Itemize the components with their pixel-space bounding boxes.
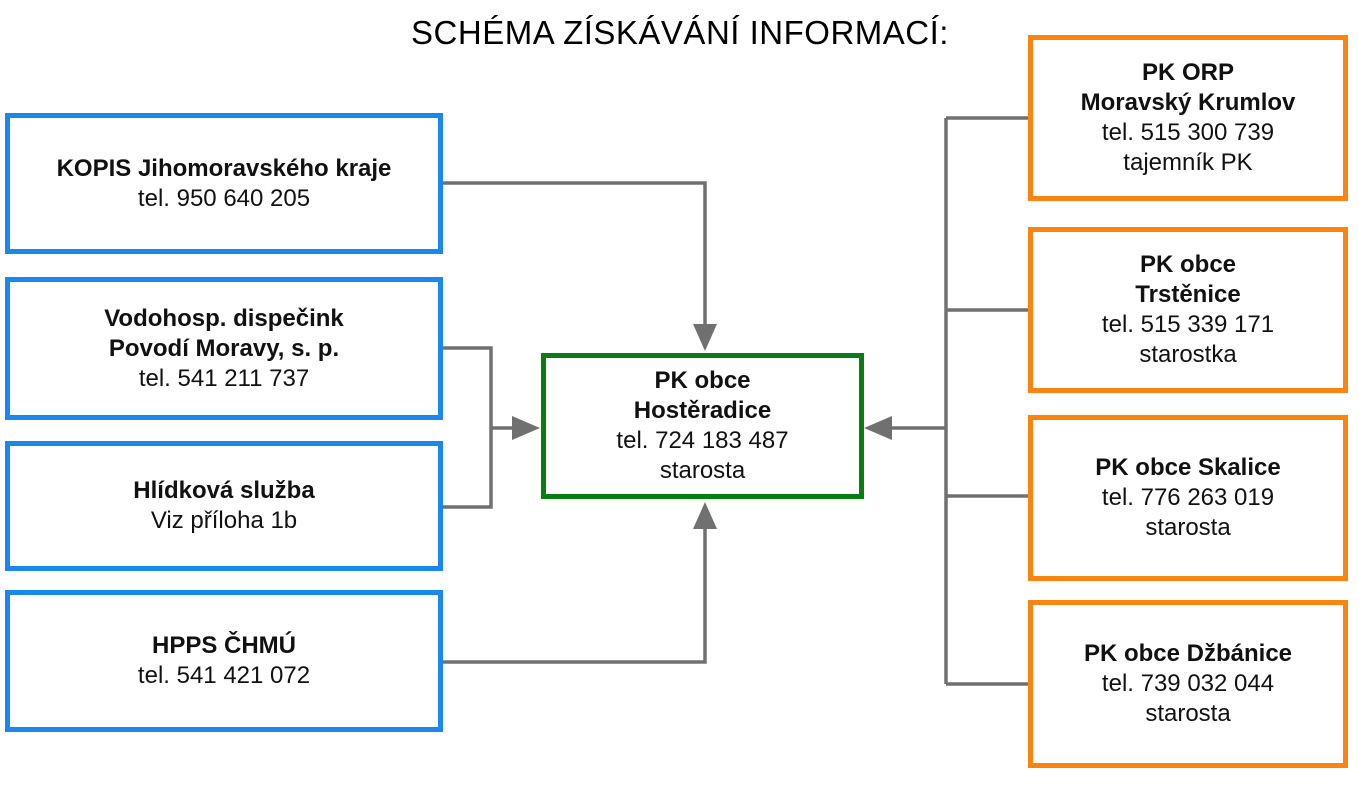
box-orp-role: tajemník PK <box>1123 149 1253 176</box>
box-trstenice: PK obce Trstěnice tel. 515 339 171 staro… <box>1028 227 1348 393</box>
box-dzbanice: PK obce Džbánice tel. 739 032 044 staros… <box>1028 600 1348 768</box>
connector-bracket <box>442 346 493 509</box>
connector-kopis <box>442 181 707 334</box>
arrowhead-left <box>512 416 540 440</box>
box-hpps-phone: tel. 541 421 072 <box>137 662 311 689</box>
box-skalice: PK obce Skalice tel. 776 263 019 starost… <box>1028 415 1348 581</box>
box-center-hosteradice: PK obce Hostěradice tel. 724 183 487 sta… <box>541 353 864 499</box>
box-orp-line2: Moravský Krumlov <box>1080 89 1296 116</box>
box-skalice-phone: tel. 776 263 019 <box>1101 484 1275 511</box>
diagram-title: SCHÉMA ZÍSKÁVÁNÍ INFORMACÍ: <box>411 14 949 51</box>
box-center-role: starosta <box>659 457 746 484</box>
box-orp: PK ORP Moravský Krumlov tel. 515 300 739… <box>1028 35 1348 201</box>
arrowhead-bottom <box>693 502 717 529</box>
box-center-line1: PK obce <box>654 367 751 394</box>
box-dzbanice-phone: tel. 739 032 044 <box>1101 670 1275 697</box>
box-vodohosp: Vodohosp. dispečink Povodí Moravy, s. p.… <box>5 277 443 420</box>
box-vodohosp-name: Vodohosp. dispečink <box>104 304 344 332</box>
box-center-phone: tel. 724 183 487 <box>616 427 789 454</box>
box-skalice-role: starosta <box>1145 514 1231 541</box>
box-trstenice-phone: tel. 515 339 171 <box>1101 311 1275 338</box>
box-kopis-phone: tel. 950 640 205 <box>137 184 311 212</box>
box-center-line2: Hostěradice <box>633 397 772 424</box>
box-trstenice-line1: PK obce <box>1139 251 1237 278</box>
box-orp-line1: PK ORP <box>1141 59 1234 86</box>
box-dzbanice-role: starosta <box>1145 700 1231 727</box>
box-kopis-name: KOPIS Jihomoravského kraje <box>56 154 392 182</box>
box-hlidkova-name: Hlídková služba <box>133 477 315 504</box>
box-orp-phone: tel. 515 300 739 <box>1101 119 1275 146</box>
connector-hpps <box>442 522 707 664</box>
box-skalice-name: PK obce Skalice <box>1095 454 1281 481</box>
arrowhead-right <box>864 416 892 440</box>
box-kopis: KOPIS Jihomoravského kraje tel. 950 640 … <box>5 113 443 254</box>
box-dzbanice-name: PK obce Džbánice <box>1083 640 1293 667</box>
arrowhead-top <box>693 324 717 351</box>
box-hlidkova: Hlídková služba Viz příloha 1b <box>5 441 443 571</box>
box-trstenice-role: starostka <box>1139 341 1237 368</box>
box-trstenice-line2: Trstěnice <box>1135 281 1241 308</box>
box-vodohosp-phone: tel. 541 211 737 <box>138 364 310 392</box>
box-hpps: HPPS ČHMÚ tel. 541 421 072 <box>5 590 443 732</box>
box-hlidkova-note: Viz příloha 1b <box>150 507 298 534</box>
box-vodohosp-org: Povodí Moravy, s. p. <box>108 334 340 362</box>
box-hpps-name: HPPS ČHMÚ <box>151 632 296 659</box>
